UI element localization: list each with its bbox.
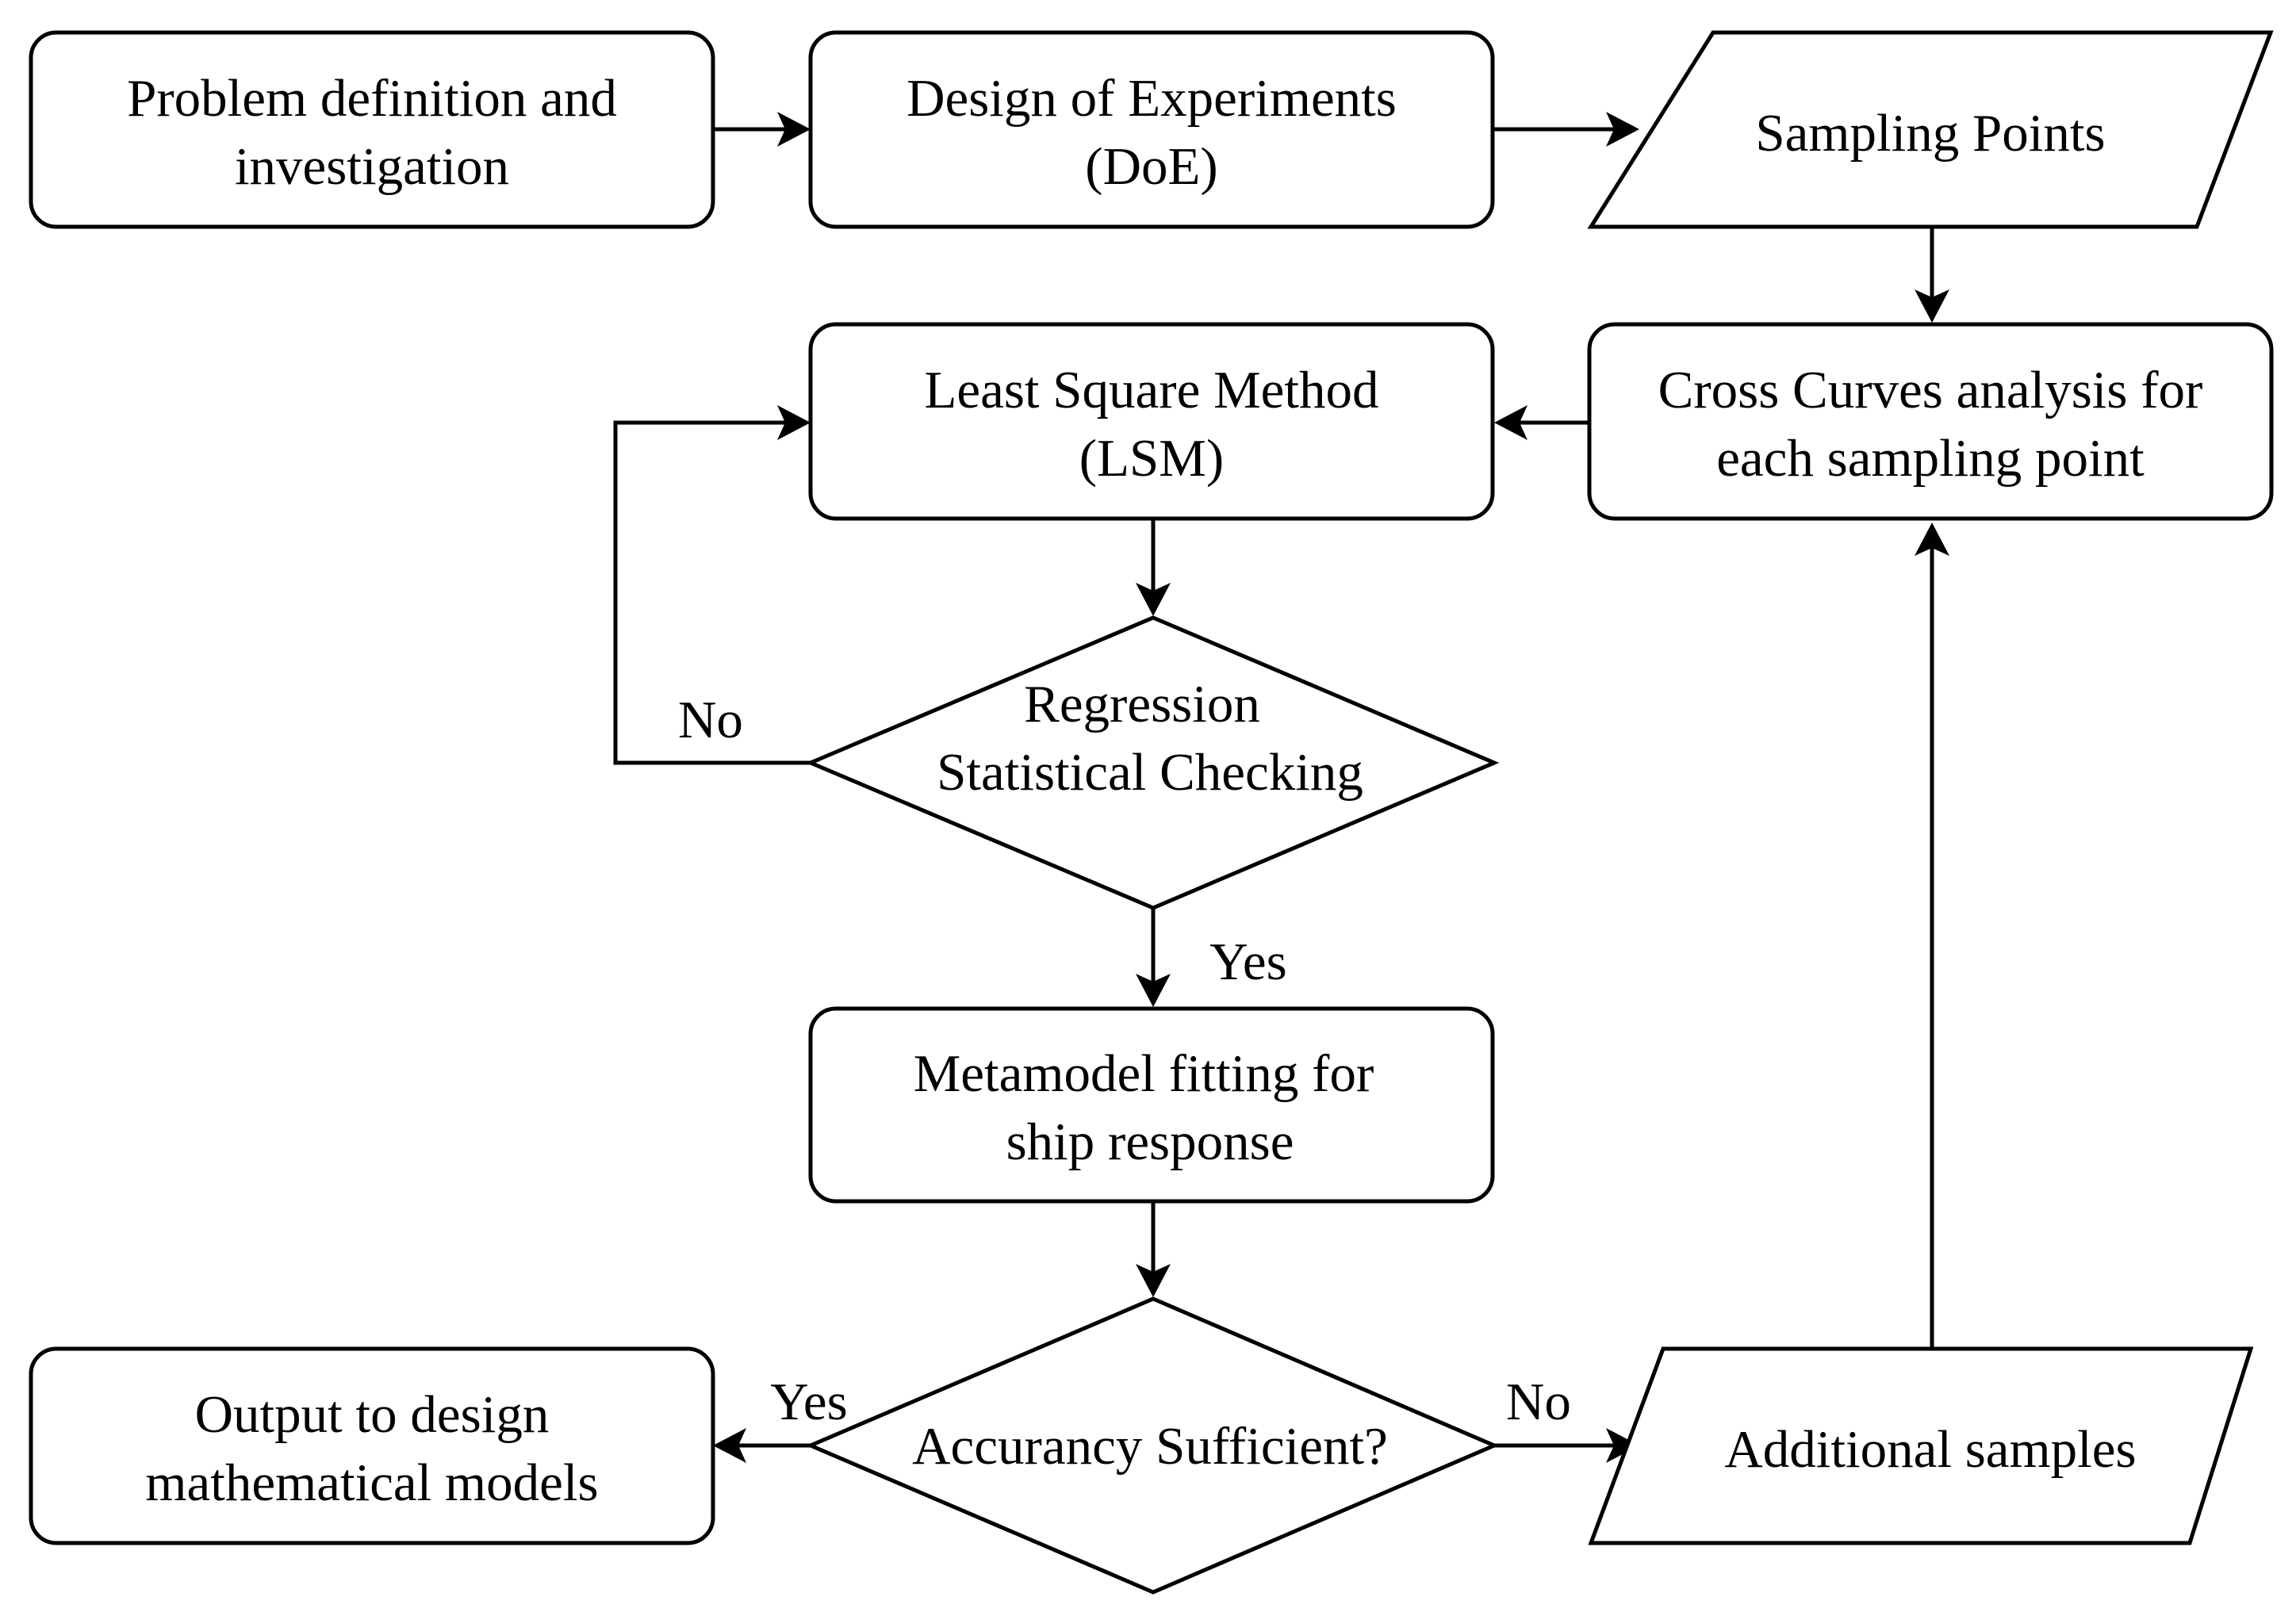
node-additional-samples-line-1: Additional samples	[1724, 1420, 2136, 1479]
arrowhead-additional	[1606, 1428, 1639, 1463]
node-design-of-experiments-line-1: Design of Experiments	[907, 69, 1397, 128]
arrowhead-regression	[1136, 583, 1171, 616]
edges	[613, 112, 1949, 1463]
node-cross-curves-analysis-line-1: Cross Curves analysis for	[1658, 361, 2203, 419]
arrowhead-crosscurves	[1915, 289, 1949, 323]
node-sampling-points: Sampling Points	[1587, 30, 2274, 229]
arrowhead-metamodel	[1136, 974, 1171, 1007]
edge-label-accuracy-no: No	[1506, 1373, 1571, 1431]
arrowhead-lsm-right	[1494, 405, 1527, 440]
arrowhead-accuracy	[1136, 1264, 1171, 1297]
arrowhead-crosscurves-up	[1915, 523, 1949, 556]
node-regression-check-line-2: Statistical Checking	[937, 743, 1363, 802]
node-output-models: Output to design mathematical models	[29, 1346, 715, 1545]
node-least-square-method-line-1: Least Square Method	[924, 361, 1378, 419]
node-problem-definition-line-2: investigation	[235, 137, 509, 196]
node-sampling-points-line-1: Sampling Points	[1755, 104, 2105, 163]
node-output-models-line-1: Output to design	[195, 1385, 550, 1444]
arrowhead-lsm-left	[777, 405, 811, 440]
node-regression-check: Regression Statistical Checking	[805, 615, 1500, 910]
node-metamodel-fitting: Metamodel fitting for ship response	[808, 1006, 1495, 1204]
node-metamodel-fitting-line-2: ship response	[1006, 1112, 1294, 1171]
node-additional-samples: Additional samples	[1588, 1346, 2254, 1545]
arrowhead-doe	[777, 112, 811, 147]
node-accuracy-check: Accurancy Sufficient?	[805, 1296, 1500, 1595]
node-problem-definition-line-1: Problem definition and	[127, 69, 617, 128]
node-least-square-method-line-2: (LSM)	[1079, 429, 1224, 488]
node-regression-check-line-1: Regression	[1024, 675, 1260, 733]
node-output-models-line-2: mathematical models	[145, 1453, 598, 1512]
node-cross-curves-analysis-line-2: each sampling point	[1716, 429, 2145, 488]
edge-regression-no-loop	[613, 420, 811, 765]
edge-label-regression-no: No	[678, 691, 743, 749]
node-least-square-method: Least Square Method (LSM)	[808, 322, 1495, 521]
edge-label-accuracy-yes: Yes	[770, 1373, 848, 1431]
node-design-of-experiments-line-2: (DoE)	[1085, 137, 1217, 196]
node-problem-definition: Problem definition and investigation	[29, 30, 715, 229]
arrowhead-output	[713, 1428, 746, 1463]
nodes: Problem definition and investigation Des…	[29, 30, 2274, 1595]
node-cross-curves-analysis: Cross Curves analysis for each sampling …	[1587, 322, 2274, 521]
arrowhead-sampling	[1606, 112, 1639, 147]
node-metamodel-fitting-line-1: Metamodel fitting for	[914, 1044, 1374, 1103]
edge-labels: No Yes Yes No	[678, 691, 1571, 1431]
edge-label-regression-yes: Yes	[1209, 932, 1287, 991]
node-design-of-experiments: Design of Experiments (DoE)	[808, 30, 1495, 229]
node-accuracy-check-line-1: Accurancy Sufficient?	[912, 1417, 1388, 1476]
